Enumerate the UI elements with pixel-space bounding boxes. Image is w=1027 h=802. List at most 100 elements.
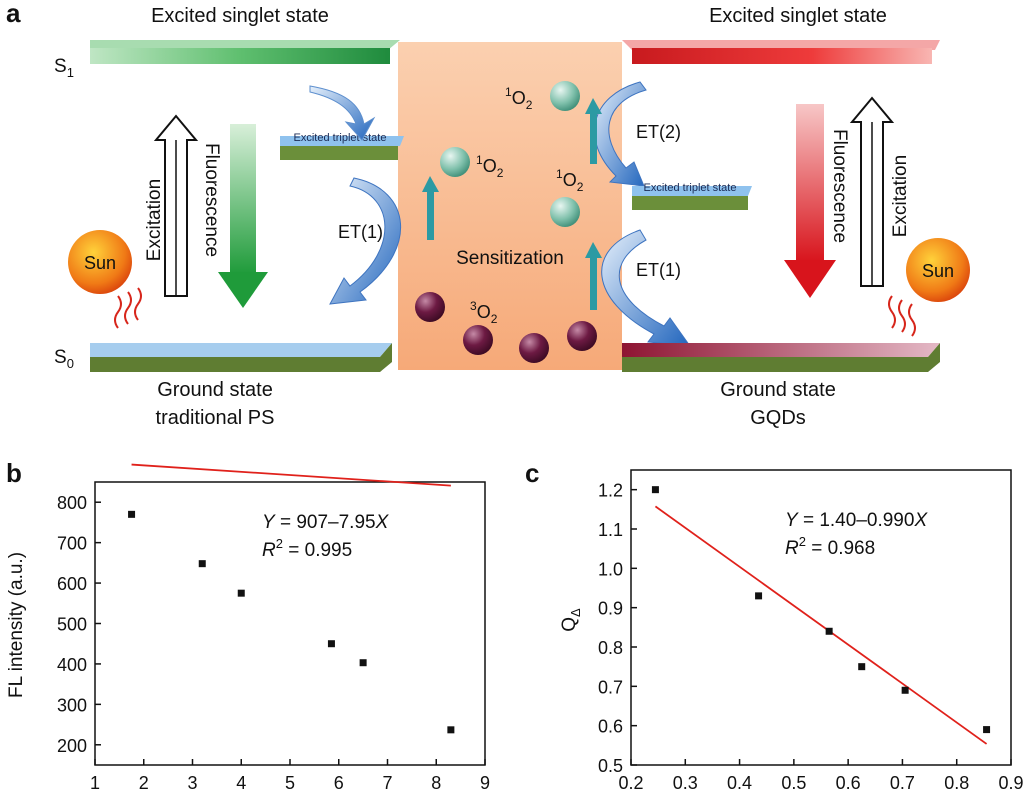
x-tick-label: 0.2: [618, 773, 643, 793]
right-s1-bar: [622, 40, 940, 64]
y-tick-label: 0.8: [598, 638, 623, 658]
r-squared: R2 = 0.995: [262, 536, 352, 561]
right-sun-rays-icon: [888, 295, 916, 337]
left-et1-arrow: [329, 177, 401, 305]
r-squared: R2 = 0.968: [785, 534, 875, 559]
triplet-oxygen-sphere: [463, 325, 493, 355]
fit-line: [131, 463, 451, 487]
x-ticks: 0.2 0.3 0.4 0.5 0.6 0.7 0.8 0.9: [618, 759, 1024, 793]
data-point: [858, 663, 866, 671]
right-excitation-label: Excitation: [890, 155, 911, 237]
data-points: [651, 486, 991, 734]
data-point: [447, 726, 455, 734]
left-ground-label-1: Ground state: [157, 379, 273, 401]
y-tick-label: 1.1: [598, 520, 623, 540]
x-tick-label: 8: [431, 773, 441, 793]
panel-label-b: b: [6, 458, 22, 488]
data-point: [128, 510, 136, 518]
x-tick-label: 5: [285, 773, 295, 793]
x-tick-label: 0.6: [836, 773, 861, 793]
right-et2-label: ET(2): [636, 122, 681, 142]
right-fluorescence-arrow: [784, 104, 836, 298]
right-sun-icon: [906, 238, 970, 302]
x-tick-label: 0.4: [727, 773, 752, 793]
fit-equation: Y = 907–7.95X: [262, 512, 390, 533]
left-triplet-bar: [280, 136, 404, 160]
right-sun-label: Sun: [922, 261, 954, 281]
axis-frame: [630, 469, 1012, 766]
right-singlet-label: Excited singlet state: [709, 5, 887, 27]
x-tick-label: 0.9: [998, 773, 1023, 793]
y-tick-label: 400: [57, 655, 87, 675]
y-tick-label: 0.6: [598, 717, 623, 737]
data-point: [901, 686, 909, 694]
left-singlet-label: Excited singlet state: [151, 5, 329, 27]
data-point: [825, 627, 833, 635]
s1-label: S1: [54, 56, 74, 80]
left-s0-bar: [90, 343, 392, 372]
y-tick-label: 0.9: [598, 599, 623, 619]
x-tick-label: 0.3: [673, 773, 698, 793]
left-sun-label: Sun: [84, 253, 116, 273]
x-tick-label: 3: [187, 773, 197, 793]
energy-diagram: a Excited singlet state S1 Excited tripl…: [6, 0, 970, 429]
o2-label-2: 1O2: [476, 153, 504, 180]
data-point: [359, 659, 367, 667]
singlet-oxygen-sphere: [550, 197, 580, 227]
x-tick-label: 0.7: [890, 773, 915, 793]
y-ticks: 0.50.60.70.80.91.01.11.2: [598, 481, 637, 776]
data-point: [327, 640, 335, 648]
left-excitation-arrow: [153, 114, 199, 297]
right-triplet-label: Excited triplet state: [644, 182, 737, 194]
s0-label: S0: [54, 347, 74, 371]
fit-line-layer: [654, 505, 988, 745]
x-tick-label: 0.8: [944, 773, 969, 793]
left-o2-excite-arrow: [422, 176, 439, 240]
right-s0-bar: [622, 343, 940, 372]
fit-equation: Y = 1.40–0.990X: [785, 510, 928, 531]
left-excitation-label: Excitation: [144, 179, 165, 261]
right-et1-label: ET(1): [636, 260, 681, 280]
left-fluorescence-arrow: [218, 124, 268, 308]
right-o2-excite-arrow-upper: [585, 98, 602, 164]
left-s1-bar: [90, 40, 400, 64]
y-tick-label: 1.0: [598, 559, 623, 579]
left-isc-arrow: [309, 85, 376, 141]
x-tick-label: 7: [382, 773, 392, 793]
data-point: [237, 589, 245, 597]
x-tick-label: 1: [90, 773, 100, 793]
right-excitation-arrow: [849, 96, 895, 287]
singlet-oxygen-sphere: [550, 81, 580, 111]
fit-line: [654, 505, 988, 745]
left-fluorescence-label: Fluorescence: [201, 143, 222, 257]
y-ticks: 200 300 400 500 600 700 800: [57, 493, 101, 756]
y-tick-label: 300: [57, 695, 87, 715]
x-tick-label: 6: [334, 773, 344, 793]
data-point: [755, 592, 763, 600]
data-points: [128, 510, 455, 734]
panel-label-a: a: [6, 0, 21, 28]
y-tick-label: 600: [57, 574, 87, 594]
right-ground-label-1: Ground state: [720, 379, 836, 401]
triplet-oxygen-sphere: [519, 333, 549, 363]
right-ground-label-2: GQDs: [750, 407, 806, 429]
singlet-oxygen-sphere: [440, 147, 470, 177]
data-point: [651, 486, 659, 494]
y-tick-label: 500: [57, 615, 87, 635]
y-tick-label: 1.2: [598, 481, 623, 501]
y-tick-label: 0.5: [598, 756, 623, 776]
o2-triplet-label: 3O2: [470, 299, 498, 326]
y-tick-label: 800: [57, 493, 87, 513]
right-et2-arrow: [594, 81, 647, 187]
x-tick-label: 4: [236, 773, 246, 793]
x-tick-label: 0.5: [781, 773, 806, 793]
y-tick-label: 700: [57, 534, 87, 554]
o2-label-3: 1O2: [556, 167, 584, 194]
y-tick-label: 200: [57, 736, 87, 756]
x-tick-label: 2: [139, 773, 149, 793]
y-axis-label: QΔ: [559, 608, 583, 632]
data-point: [983, 726, 991, 734]
chart-fl-intensity: b FL intensity (a.u.) 200300400500600700…: [6, 458, 490, 793]
